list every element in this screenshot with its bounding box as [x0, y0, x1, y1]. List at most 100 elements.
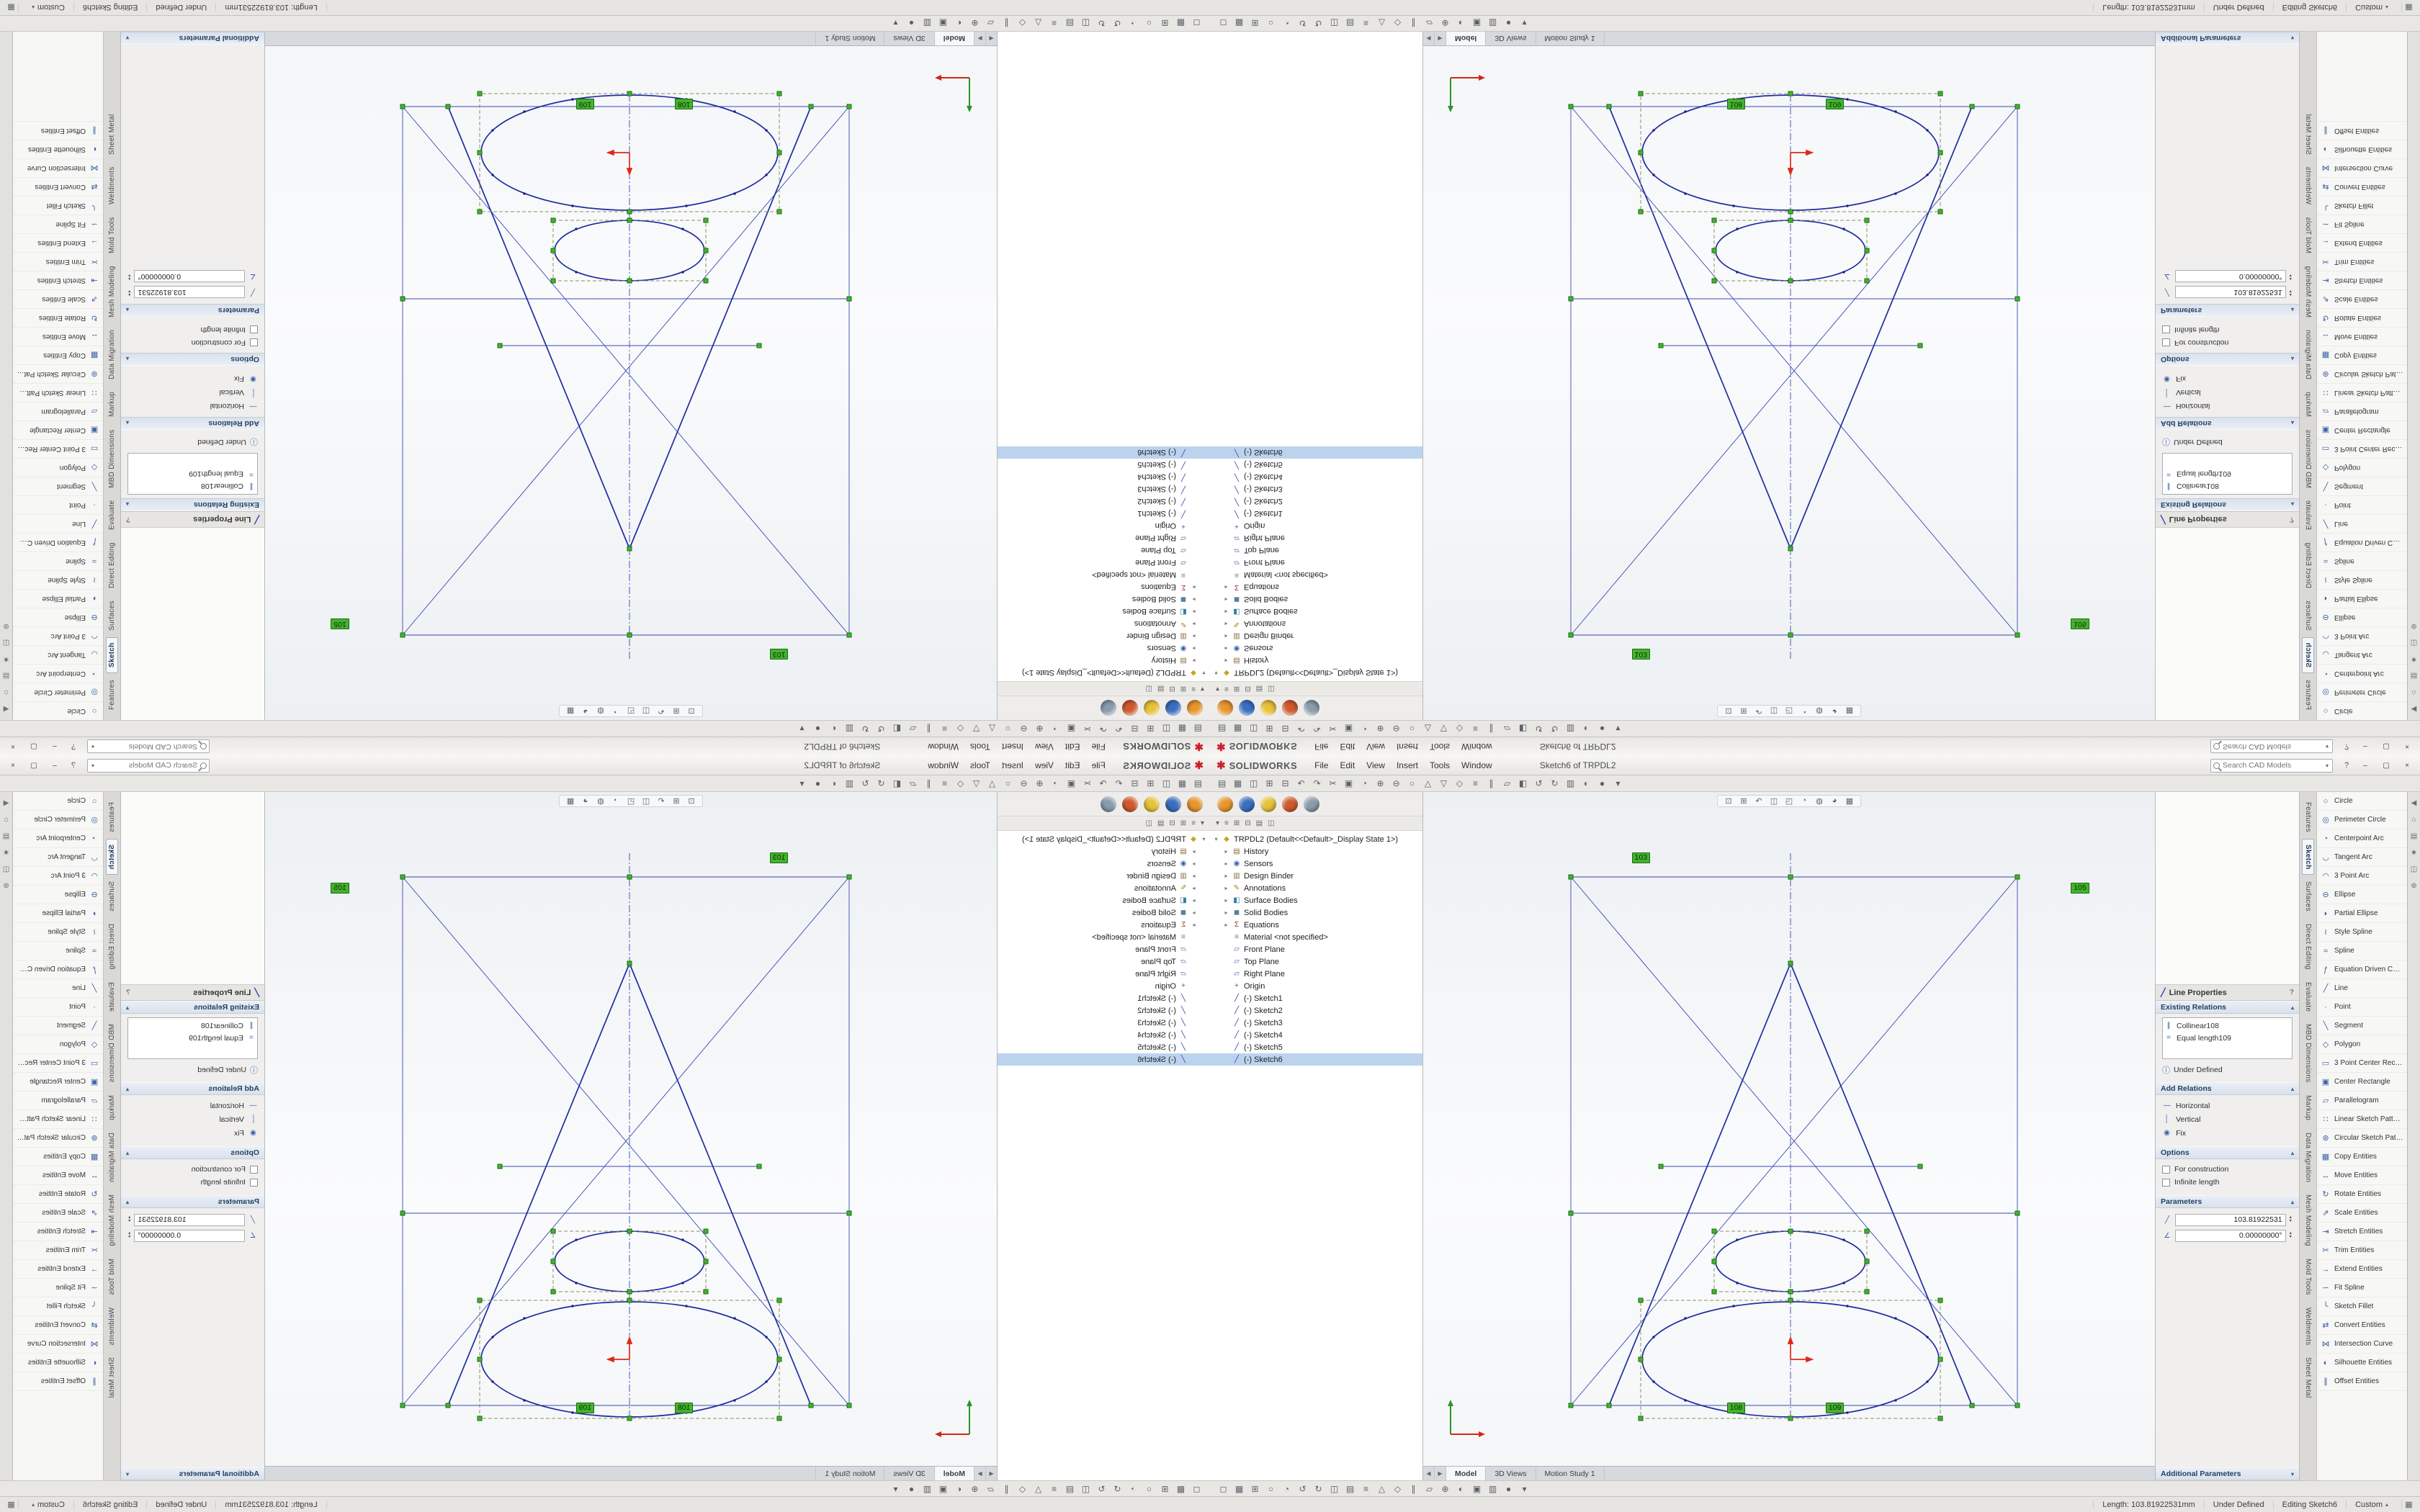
feature-tree-row[interactable]: ▱ Front Plane: [1210, 943, 1422, 955]
toolbar-icon[interactable]: ◔: [1052, 778, 1059, 788]
sketch-tool-button[interactable]: ▱ Parallelogram: [13, 402, 103, 420]
command-tab[interactable]: Mesh Modeling: [2304, 1194, 2312, 1246]
checkbox[interactable]: [2162, 1178, 2170, 1187]
task-pane-icon[interactable]: ▤: [2410, 672, 2418, 680]
toolbar-icon[interactable]: ⊕: [1376, 778, 1384, 788]
feature-tree-row[interactable]: ▱ Right Plane: [1210, 968, 1422, 980]
toolbar-icon[interactable]: ✂: [1083, 724, 1091, 734]
view-toolbar-icon[interactable]: ◰: [627, 706, 635, 715]
tree-toolbar-icon[interactable]: ▤: [1255, 819, 1263, 827]
collapse-chevron-icon[interactable]: ▴: [126, 307, 130, 314]
menu-item[interactable]: Edit: [1340, 742, 1355, 752]
quick-access-icon[interactable]: [1101, 700, 1116, 716]
expand-arrow-icon[interactable]: ▸: [1224, 584, 1228, 590]
feature-tree-row[interactable]: ▱ Top Plane: [1210, 955, 1422, 968]
sketch-tool-button[interactable]: ▭ 3 Point Center Recta...: [2317, 1054, 2407, 1073]
collapse-chevron-icon[interactable]: ▴: [126, 1004, 130, 1011]
checkbox[interactable]: [250, 1165, 258, 1174]
quick-access-icon[interactable]: [1304, 700, 1319, 716]
relation-item[interactable]: = Equal length109: [130, 1032, 256, 1044]
task-pane-icon[interactable]: ⊚: [2411, 622, 2417, 630]
toolbar-icon[interactable]: ▾: [1615, 724, 1621, 734]
command-tab[interactable]: Features: [108, 802, 116, 832]
sketch-tool-button[interactable]: ╲ Segment: [2317, 1017, 2407, 1035]
toolbar-icon[interactable]: ◐: [956, 18, 962, 29]
option-checkbox-row[interactable]: For construction: [127, 336, 258, 349]
sketch-tool-button[interactable]: ▣ Center Rectangle: [13, 420, 103, 439]
toolbar-icon[interactable]: ⊟: [1281, 778, 1289, 788]
view-toolbar-icon[interactable]: ◔: [1801, 796, 1807, 805]
tree-toolbar-icon[interactable]: ⊞: [1180, 819, 1187, 827]
menu-item[interactable]: Insert: [1002, 760, 1024, 770]
option-checkbox-row[interactable]: Infinite length: [2162, 1176, 2293, 1189]
toolbar-icon[interactable]: △: [1424, 724, 1432, 734]
menu-item[interactable]: Tools: [970, 742, 991, 752]
expand-arrow-icon[interactable]: ▸: [1224, 873, 1228, 879]
toolbar-icon[interactable]: ≡: [1472, 778, 1478, 788]
sketch-tool-button[interactable]: ✂ Trim Entities: [13, 252, 103, 271]
feature-tree-row[interactable]: ╱ (-) Sketch3: [998, 483, 1210, 495]
toolbar-icon[interactable]: ≡: [1363, 18, 1368, 29]
toolbar-icon[interactable]: ⊖: [1020, 724, 1028, 734]
view-toolbar-icon[interactable]: ⊡: [688, 797, 695, 806]
task-pane-icon[interactable]: ▤: [2410, 832, 2418, 840]
toolbar-icon[interactable]: △: [1378, 18, 1386, 29]
quick-access-icon[interactable]: [1282, 700, 1298, 716]
toolbar-icon[interactable]: ⊞: [1147, 724, 1155, 734]
command-tab[interactable]: Direct Editing: [108, 924, 116, 971]
parameter-value-field[interactable]: 103.81922531: [2175, 1213, 2286, 1226]
tabs-scroll-right-icon[interactable]: ▶: [1435, 32, 1446, 45]
view-toolbar-icon[interactable]: ↶: [658, 706, 665, 715]
view-toolbar-icon[interactable]: ◍: [1816, 797, 1823, 806]
menu-item[interactable]: Tools: [970, 760, 991, 770]
tabs-scroll-left-icon[interactable]: ◀: [985, 32, 997, 45]
pm-help-icon[interactable]: ?: [126, 516, 131, 523]
relation-item[interactable]: ∥ Collinear108: [2164, 1020, 2290, 1032]
spinner-arrows[interactable]: ▲▼: [2288, 273, 2293, 281]
expand-arrow-icon[interactable]: ▸: [1224, 645, 1228, 652]
view-toolbar-icon[interactable]: ⊞: [673, 797, 680, 806]
toolbar-icon[interactable]: ◧: [1518, 724, 1528, 734]
search-input[interactable]: [2223, 761, 2324, 770]
sketch-tool-button[interactable]: ⊖ Ellipse: [2317, 886, 2407, 904]
expand-arrow-icon[interactable]: ▸: [1192, 621, 1196, 627]
sketch-tool-button[interactable]: ╱ Line: [13, 514, 103, 533]
feature-tree-row[interactable]: ╱ (-) Sketch4: [998, 471, 1210, 483]
toolbar-icon[interactable]: ▣: [1344, 778, 1353, 788]
collapse-chevron-icon[interactable]: ▴: [2290, 420, 2294, 427]
menu-item[interactable]: Insert: [1002, 742, 1024, 752]
expand-chevron-icon[interactable]: ▾: [2290, 35, 2294, 42]
parameter-value-field[interactable]: 103.81922531: [134, 286, 245, 299]
sketch-tool-button[interactable]: ↻ Rotate Entities: [13, 308, 103, 327]
toolbar-icon[interactable]: ▦: [1234, 1483, 1244, 1494]
toolbar-icon[interactable]: ○: [1146, 18, 1152, 29]
toolbar-icon[interactable]: ▽: [1440, 724, 1448, 734]
expand-chevron-icon[interactable]: ▾: [2290, 1470, 2294, 1477]
relation-item[interactable]: = Equal length109: [130, 468, 256, 480]
view-toolbar-icon[interactable]: ⊞: [1740, 706, 1747, 715]
parameter-value-field[interactable]: 0.00000000°: [2175, 1229, 2286, 1242]
selection-handles[interactable]: [400, 91, 852, 638]
sketch-tool-button[interactable]: ▭ 3 Point Center Recta...: [13, 1054, 103, 1073]
toolbar-icon[interactable]: ▣: [1067, 724, 1076, 734]
feature-tree-row[interactable]: ▱ Right Plane: [998, 532, 1210, 544]
units-selector[interactable]: Custom ▴: [2346, 3, 2397, 12]
feature-tree-row[interactable]: ▾ ◆ TRPDL2 (Default<<Default>_Display St…: [998, 667, 1210, 679]
sketch-tool-button[interactable]: → Extend Entities: [13, 1260, 103, 1279]
quick-access-icon[interactable]: [1187, 796, 1203, 812]
view-toolbar-icon[interactable]: ◫: [1770, 706, 1778, 715]
expand-arrow-icon[interactable]: ▸: [1192, 897, 1196, 904]
feature-tree-row[interactable]: ╱ (-) Sketch2: [998, 495, 1210, 508]
toolbar-icon[interactable]: ▣: [1472, 1483, 1482, 1494]
toolbar-icon[interactable]: ▦: [1178, 778, 1187, 788]
pm-help-icon[interactable]: ?: [2289, 989, 2294, 996]
view-toolbar-icon[interactable]: ▦: [1845, 797, 1854, 806]
toolbar-icon[interactable]: ∥: [926, 724, 931, 734]
quick-access-icon[interactable]: [1239, 796, 1255, 812]
checkbox[interactable]: [250, 1178, 258, 1187]
toolbar-icon[interactable]: ≡: [1363, 1483, 1368, 1494]
graphics-area[interactable]: ⊡⊞↶◫◰◔◍◕▦ 103 105 108 109: [1423, 46, 2155, 720]
toolbar-icon[interactable]: ↺: [1535, 778, 1543, 788]
toolbar-icon[interactable]: ▾: [799, 724, 805, 734]
toolbar-icon[interactable]: ∥: [1489, 724, 1494, 734]
